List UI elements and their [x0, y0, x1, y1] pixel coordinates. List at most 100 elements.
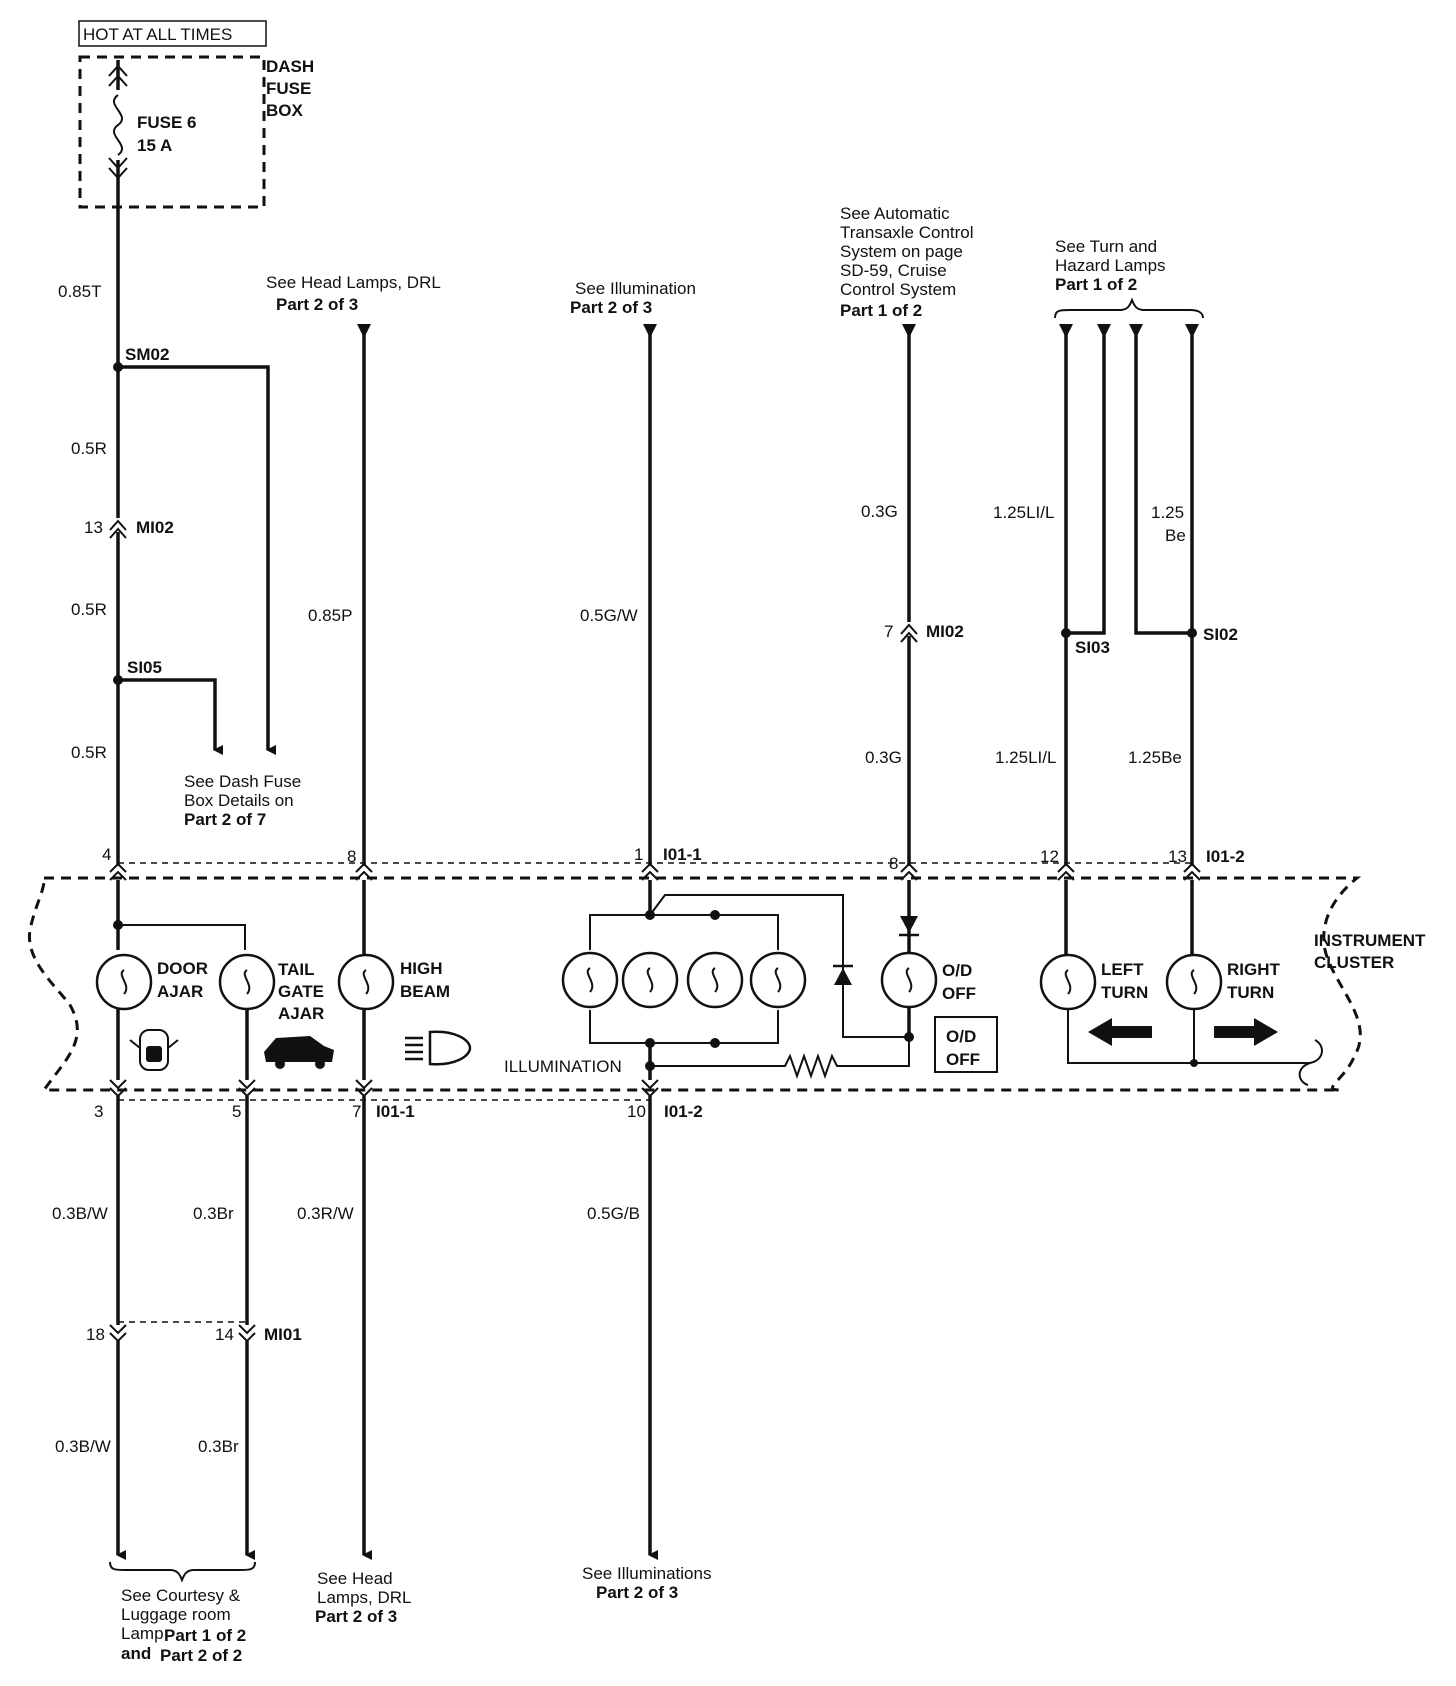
connector-bottom-pins [109, 1079, 659, 1098]
pin-12-label: 12 [1040, 847, 1059, 866]
svg-text:BEAM: BEAM [400, 982, 450, 1001]
svg-text:See Illuminations: See Illuminations [582, 1564, 711, 1583]
svg-text:O/D: O/D [942, 961, 972, 980]
svg-text:CLUSTER: CLUSTER [1314, 953, 1394, 972]
see-head-lamps-top-note: See Head Lamps, DRL Part 2 of 3 [266, 273, 441, 314]
splice-illum-top-2 [710, 910, 720, 920]
lamp-tail-gate-ajar [218, 953, 276, 1011]
splice-illum-bot-2 [710, 1038, 720, 1048]
svg-text:AJAR: AJAR [278, 1004, 324, 1023]
wire-03G-2-label: 0.3G [865, 748, 902, 767]
lamp-illumination-3 [686, 951, 744, 1009]
wire-03G-1-label: 0.3G [861, 502, 898, 521]
courtesy-bracket [109, 1561, 256, 1583]
tail-gate-car-icon [264, 1036, 334, 1069]
connector-mi02-7 [900, 623, 918, 643]
svg-text:AJAR: AJAR [157, 982, 203, 1001]
pin-4-label: 4 [102, 845, 111, 864]
see-turn-note: See Turn and Hazard Lamps Part 1 of 2 [1055, 237, 1166, 294]
wire-03BW-1-label: 0.3B/W [52, 1204, 108, 1223]
hot-at-all-times-label: HOT AT ALL TIMES [83, 25, 232, 44]
svg-text:O/D: O/D [946, 1027, 976, 1046]
od-off-lamp-label: O/D OFF [942, 961, 976, 1003]
mi01-label: MI01 [264, 1325, 302, 1344]
splice-turn-ground [1190, 1059, 1198, 1067]
pin-3-label: 3 [94, 1102, 103, 1121]
svg-text:Part 1 of 2: Part 1 of 2 [164, 1626, 246, 1645]
illumination-label: ILLUMINATION [504, 1057, 622, 1076]
wire-125Be-1-label-a: 1.25 [1151, 503, 1184, 522]
high-beam-label: HIGH BEAM [400, 959, 450, 1001]
svg-text:RIGHT: RIGHT [1227, 960, 1281, 979]
svg-text:Transaxle Control: Transaxle Control [840, 223, 974, 242]
svg-text:Lamp: Lamp [121, 1624, 164, 1643]
svg-text:BOX: BOX [266, 101, 304, 120]
svg-text:TURN: TURN [1227, 983, 1274, 1002]
wire-03Br-2-label: 0.3Br [198, 1437, 239, 1456]
wire-05R-2-label: 0.5R [71, 600, 107, 619]
high-beam-icon [405, 1030, 472, 1066]
wire-03BW-2-label: 0.3B/W [55, 1437, 111, 1456]
si05-label: SI05 [127, 658, 162, 677]
svg-text:See Turn and: See Turn and [1055, 237, 1157, 256]
see-courtesy-note: See Courtesy & Luggage room Lamp Part 1 … [121, 1586, 246, 1665]
left-turn-label: LEFT TURN [1101, 960, 1148, 1002]
i01-2-top-label: I01-2 [1206, 847, 1245, 866]
wire-05GB-label: 0.5G/B [587, 1204, 640, 1223]
svg-text:DASH: DASH [266, 57, 314, 76]
svg-text:OFF: OFF [942, 984, 976, 1003]
wire-125LIL-2-label: 1.25LI/L [995, 748, 1056, 767]
svg-text:Part 1 of 2: Part 1 of 2 [1055, 275, 1137, 294]
pin-13-label: 13 [84, 518, 103, 537]
pin-8b-label: 8 [889, 854, 898, 873]
fuse-label: FUSE 6 15 A [137, 113, 197, 155]
svg-text:See Dash Fuse: See Dash Fuse [184, 772, 301, 791]
see-atcs-note: See Automatic Transaxle Control System o… [840, 204, 974, 320]
svg-text:TAIL: TAIL [278, 960, 315, 979]
wire-085T-label: 0.85T [58, 282, 101, 301]
see-illumination-top-note: See Illumination Part 2 of 3 [570, 279, 696, 317]
lamp-illumination-1 [561, 951, 619, 1009]
svg-text:See Courtesy &: See Courtesy & [121, 1586, 241, 1605]
wire-125Be-2-label: 1.25Be [1128, 748, 1182, 767]
svg-text:and: and [121, 1644, 151, 1663]
splice-si02 [1187, 628, 1197, 638]
wire-05GW-label: 0.5G/W [580, 606, 638, 625]
diode-icon [833, 964, 853, 985]
right-turn-label: RIGHT TURN [1227, 960, 1281, 1002]
resistor-icon [650, 1037, 910, 1080]
svg-text:TURN: TURN [1101, 983, 1148, 1002]
wire-085P-label: 0.85P [308, 606, 352, 625]
svg-text:INSTRUMENT: INSTRUMENT [1314, 931, 1426, 950]
wire-03RW-label: 0.3R/W [297, 1204, 354, 1223]
svg-text:See Automatic: See Automatic [840, 204, 950, 223]
svg-text:DOOR: DOOR [157, 959, 208, 978]
pin-14-label: 14 [215, 1325, 234, 1344]
tail-gate-ajar-label: TAIL GATE AJAR [278, 960, 324, 1023]
svg-text:Part 2 of 7: Part 2 of 7 [184, 810, 266, 829]
svg-text:Box Details on: Box Details on [184, 791, 294, 810]
svg-text:SD-59, Cruise: SD-59, Cruise [840, 261, 947, 280]
svg-text:15 A: 15 A [137, 136, 172, 155]
svg-text:Control System: Control System [840, 280, 956, 299]
wire-05R-3-label: 0.5R [71, 743, 107, 762]
svg-text:Part 2 of 2: Part 2 of 2 [160, 1646, 242, 1665]
wire-illum-to-diode [649, 894, 909, 1038]
lamp-right-turn [1165, 953, 1223, 1011]
i01-1-bottom-label: I01-1 [376, 1102, 415, 1121]
connector-mi02-13 [109, 519, 127, 539]
svg-text:Part 2 of 3: Part 2 of 3 [570, 298, 652, 317]
svg-text:GATE: GATE [278, 982, 324, 1001]
left-arrow-icon [1088, 1018, 1152, 1046]
svg-text:System on page: System on page [840, 242, 963, 261]
lamp-od-off [880, 951, 938, 1009]
svg-text:Part 2 of 3: Part 2 of 3 [276, 295, 358, 314]
svg-text:FUSE 6: FUSE 6 [137, 113, 197, 132]
door-ajar-car-icon [129, 1029, 179, 1071]
pin-18-label: 18 [86, 1325, 105, 1344]
fuse-6-icon [108, 60, 128, 207]
si03-label: SI03 [1075, 638, 1110, 657]
instrument-cluster-outline [28, 876, 1362, 1092]
svg-text:Part 2 of 3: Part 2 of 3 [315, 1607, 397, 1626]
